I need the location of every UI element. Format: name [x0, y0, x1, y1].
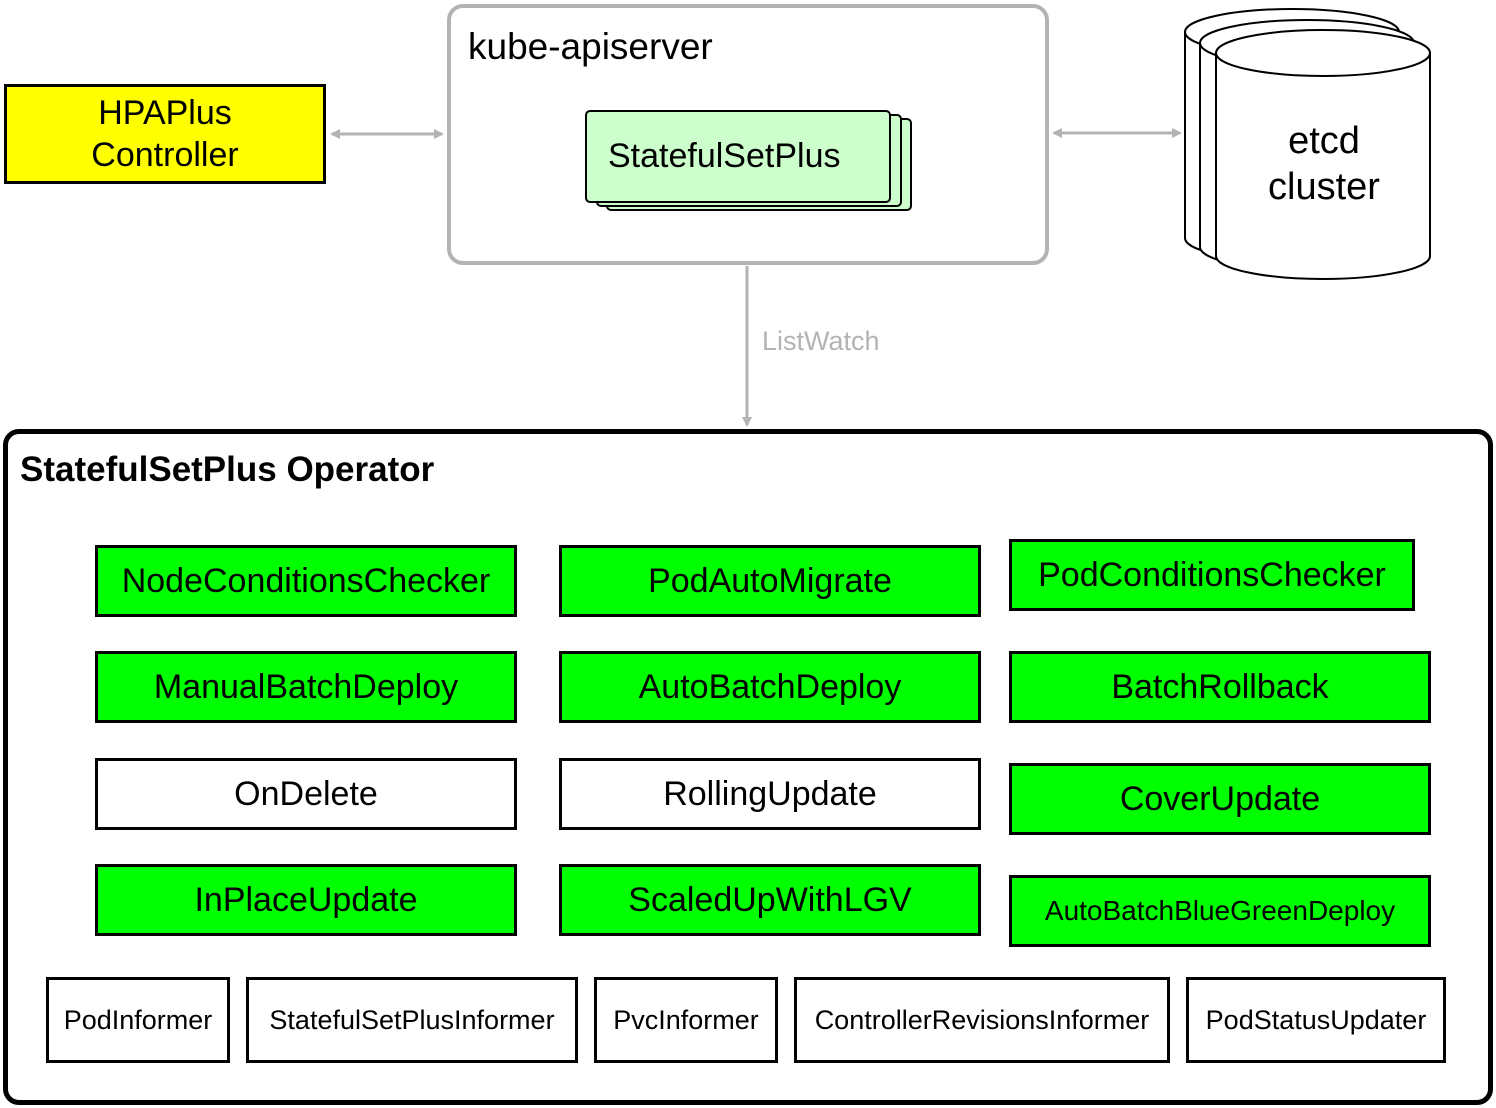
informer-controller-revisions: ControllerRevisionsInformer [794, 977, 1170, 1063]
component-label: InPlaceUpdate [194, 880, 418, 919]
etcd-cluster-label: etcd cluster [1218, 118, 1430, 210]
operator-title: StatefulSetPlus Operator [20, 450, 435, 489]
component-label: BatchRollback [1111, 667, 1329, 706]
informer-label: PvcInformer [613, 1004, 759, 1035]
listwatch-label: ListWatch [762, 326, 880, 356]
component-label: OnDelete [234, 774, 378, 813]
hpaplus-line1: HPAPlus [98, 94, 232, 132]
hpaplus-line2: Controller [91, 136, 239, 174]
component-on-delete: OnDelete [95, 758, 517, 830]
informer-label: PodInformer [63, 1004, 213, 1035]
informer-label: StatefulSetPlusInformer [269, 1004, 555, 1035]
component-pod-auto-migrate: PodAutoMigrate [559, 545, 981, 617]
statefulsetplus-resource-label: StatefulSetPlus [608, 137, 841, 175]
component-label: ScaledUpWithLGV [628, 880, 912, 919]
component-auto-batch-deploy: AutoBatchDeploy [559, 651, 981, 723]
component-cover-update: CoverUpdate [1009, 763, 1431, 835]
informer-label: PodStatusUpdater [1205, 1004, 1427, 1035]
component-label: RollingUpdate [663, 774, 877, 813]
etcd-line1: etcd [1288, 120, 1360, 162]
component-label: AutoBatchDeploy [638, 667, 902, 706]
component-pod-conditions-checker: PodConditionsChecker [1009, 539, 1415, 611]
component-label: AutoBatchBlueGreenDeploy [1044, 895, 1396, 926]
component-label: NodeConditionsChecker [121, 561, 491, 600]
kube-apiserver-title: kube-apiserver [468, 26, 713, 67]
hpaplus-controller-box: HPAPlus Controller [4, 84, 326, 184]
component-rolling-update: RollingUpdate [559, 758, 981, 830]
component-label: PodConditionsChecker [1038, 555, 1386, 594]
informer-pvc: PvcInformer [594, 977, 778, 1063]
statefulsetplus-resource-card: StatefulSetPlus [585, 110, 891, 203]
component-label: ManualBatchDeploy [153, 667, 459, 706]
component-label: CoverUpdate [1119, 779, 1321, 818]
component-auto-batch-blue-green-deploy: AutoBatchBlueGreenDeploy [1009, 875, 1431, 947]
component-scaled-up-with-lgv: ScaledUpWithLGV [559, 864, 981, 936]
component-label: PodAutoMigrate [648, 561, 892, 600]
component-node-conditions-checker: NodeConditionsChecker [95, 545, 517, 617]
component-in-place-update: InPlaceUpdate [95, 864, 517, 936]
informer-pod: PodInformer [46, 977, 230, 1063]
pod-status-updater: PodStatusUpdater [1186, 977, 1446, 1063]
etcd-line2: cluster [1268, 166, 1380, 208]
component-batch-rollback: BatchRollback [1009, 651, 1431, 723]
informer-statefulsetplus: StatefulSetPlusInformer [246, 977, 578, 1063]
informer-label: ControllerRevisionsInformer [814, 1004, 1150, 1035]
component-manual-batch-deploy: ManualBatchDeploy [95, 651, 517, 723]
